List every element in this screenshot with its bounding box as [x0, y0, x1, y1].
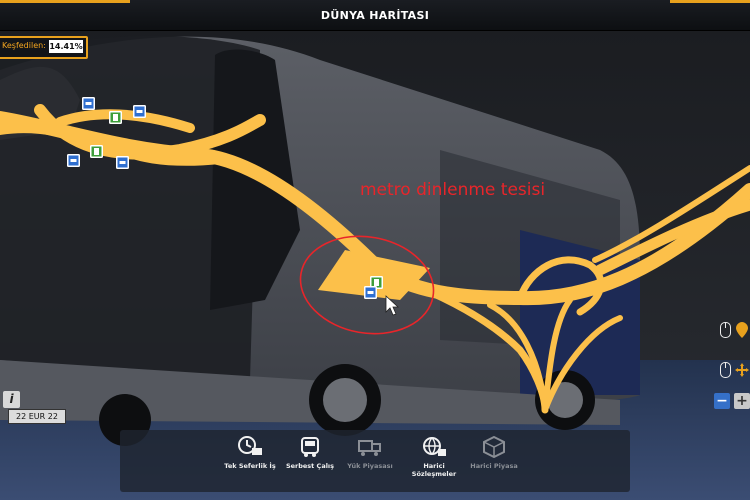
fuel-icon-1 [109, 111, 122, 124]
parking-icon-rest-area [364, 286, 377, 299]
job-tabs-bar: Tek Seferlik İş Serbest Çalış Yük Piyasa… [120, 430, 630, 492]
annotation-circle [299, 235, 435, 335]
tab-label: Harici Sözleşmeler [411, 462, 457, 478]
single-job-icon [238, 436, 262, 455]
cargo-market-icon [358, 440, 381, 456]
tab-external-contracts[interactable]: Harici Sözleşmeler [402, 436, 466, 490]
zoom-out-button[interactable]: − [714, 393, 730, 409]
fuel-icon-rest-area [370, 276, 383, 289]
explored-indicator: Keşfedilen: 14.41% [0, 36, 88, 59]
freelance-truck-icon [301, 437, 319, 457]
explored-value: 14.41% [49, 40, 83, 53]
info-button[interactable]: i [3, 391, 20, 408]
annotation-text: metro dinlenme tesisi [360, 180, 546, 200]
accent-strip-right [670, 0, 750, 3]
zoom-in-button[interactable]: + [734, 393, 750, 409]
tab-single-job[interactable]: Tek Seferlik İş [218, 436, 282, 490]
license-plate: 22 EUR 22 [8, 409, 66, 424]
parking-icon-4 [116, 156, 129, 169]
explored-label: Keşfedilen: [2, 41, 46, 50]
rest-area-zone [318, 250, 430, 300]
tab-cargo-market[interactable]: Yük Piyasası [338, 436, 402, 490]
move-arrows-icon [735, 363, 749, 377]
parking-icon-2 [133, 105, 146, 118]
tab-label: Tek Seferlik İş [224, 462, 276, 470]
accent-strip-left [0, 0, 130, 3]
parking-icon-3 [67, 154, 80, 167]
tab-label: Yük Piyasası [347, 462, 393, 470]
external-market-icon [483, 436, 505, 458]
mouse-hint-select [720, 320, 748, 340]
tab-label: Harici Piyasa [470, 462, 518, 470]
map-pin-icon [736, 322, 748, 338]
mouse-icon [720, 362, 731, 378]
mouse-hint-pan [720, 360, 749, 380]
tab-freelance[interactable]: Serbest Çalış [278, 436, 342, 490]
top-bar: DÜNYA HARİTASI [0, 0, 750, 31]
parking-icon-1 [82, 97, 95, 110]
mouse-icon [720, 322, 731, 338]
external-contracts-icon [423, 437, 446, 456]
mouse-cursor-icon [385, 295, 400, 316]
tab-label: Serbest Çalış [285, 462, 335, 470]
fuel-icon-2 [90, 145, 103, 158]
tab-external-market[interactable]: Harici Piyasa [462, 436, 526, 490]
window-title: DÜNYA HARİTASI [320, 9, 430, 22]
